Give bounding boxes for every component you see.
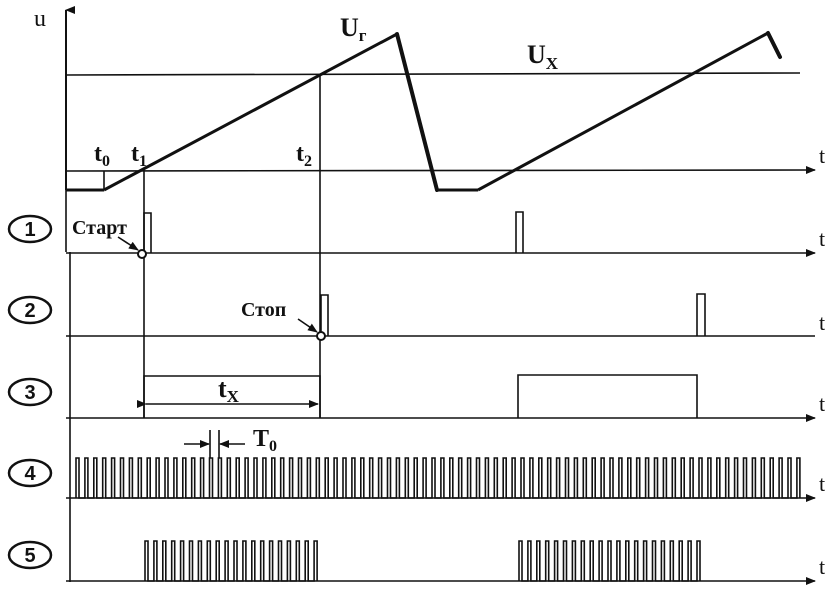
period-label: T0 [253,426,277,455]
channel-3: 3 t tX [7,374,825,422]
ramp-signal-fall [395,32,439,192]
ramp-signal-rise-2 [477,31,769,192]
tx-label: tX [218,374,240,406]
channel-1-badge: 1 [7,214,53,244]
stop-arrow [297,318,318,333]
channel-4-badge: 4 [7,458,53,488]
stop-label: Стоп [241,299,286,321]
stop-pulse [320,294,329,336]
channel-4-axis-label: t [819,471,825,496]
channel-5-axis-label: t [819,554,825,579]
svg-text:4: 4 [24,463,36,485]
ramp-signal-fall-2 [766,31,782,59]
start-label: Старт [72,217,127,239]
channel-2-axis-label: t [819,310,825,335]
channel-1: 1 t Старт [7,211,825,259]
channel-5: 5 t [7,540,825,585]
top-panel: u UX t Uг t0 t1 t2 [34,6,825,192]
u-axis-label: u [34,6,46,32]
channel-1-axis-label: t [819,226,825,251]
channel-5-badge: 5 [7,540,53,570]
channel-1-pulse-2 [515,211,524,253]
gated-pulses-2 [518,540,701,582]
channel-4: 4 t T0 [7,426,825,502]
start-marker [137,249,147,259]
stop-marker [316,331,326,341]
time-axis-top-label: t [819,143,825,168]
threshold-label: UX [527,40,559,73]
threshold-line [65,72,801,76]
ramp-signal-rise [103,32,398,192]
channel-3-gate-2 [517,374,698,418]
channel-3-badge: 3 [7,377,53,407]
start-pulse [143,212,152,253]
t1-label: t1 [131,141,147,170]
measurement-gate [143,375,321,418]
ramp-label: Uг [340,13,367,45]
t0-label: t0 [94,141,110,170]
clock-pulse-train [75,457,801,499]
gated-pulse-train [144,540,701,582]
channel-2-badge: 2 [7,295,53,325]
svg-text:5: 5 [24,545,35,567]
start-arrow [117,236,139,251]
gated-pulses-1 [144,540,318,582]
channel-2-pulse-2 [696,293,706,336]
svg-text:1: 1 [24,219,35,241]
svg-text:3: 3 [24,382,35,404]
clock-pulses [75,457,801,499]
svg-text:2: 2 [24,300,35,322]
time-axis-top [65,166,816,175]
channel-2: 2 t Стоп [7,293,825,341]
channel-3-axis-label: t [819,391,825,416]
t2-label: t2 [296,141,312,170]
